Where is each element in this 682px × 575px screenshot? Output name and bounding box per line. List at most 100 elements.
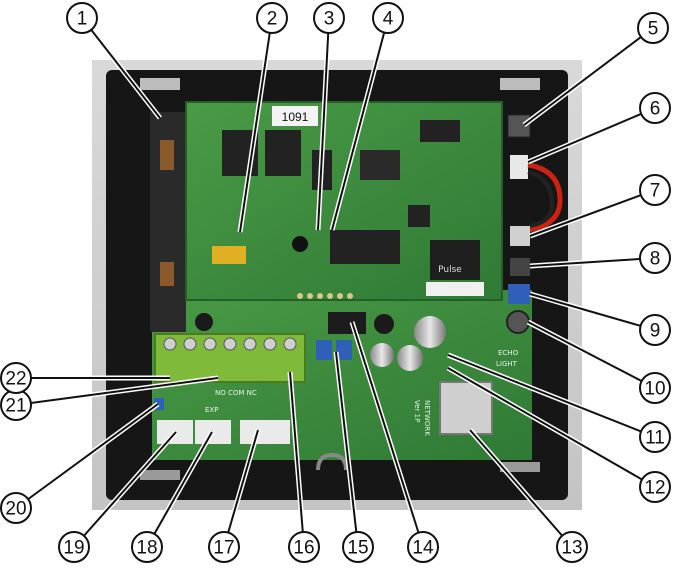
chip bbox=[360, 150, 400, 180]
callout-number: 2 bbox=[267, 9, 278, 30]
callout-number: 20 bbox=[5, 499, 26, 520]
leader-line bbox=[335, 351, 359, 548]
right-led bbox=[510, 258, 530, 276]
callout-number: 5 bbox=[648, 19, 659, 40]
callout-number: 7 bbox=[650, 181, 661, 202]
callout-circle bbox=[407, 531, 439, 563]
red-wire bbox=[527, 162, 563, 233]
callout-circle bbox=[639, 421, 671, 453]
leader-line bbox=[146, 431, 213, 548]
terminal-screws bbox=[163, 337, 297, 351]
terminal-block bbox=[154, 333, 306, 383]
callout-circle bbox=[256, 2, 288, 34]
leader-line bbox=[223, 429, 259, 548]
right-led bbox=[510, 226, 530, 246]
callout-number: 1 bbox=[77, 9, 88, 30]
capacitor bbox=[195, 313, 213, 331]
callout-circle bbox=[58, 531, 90, 563]
enclosure-slot bbox=[316, 452, 348, 471]
callout-circle bbox=[637, 12, 669, 44]
callout-circle bbox=[342, 531, 374, 563]
callout-circle bbox=[313, 2, 345, 34]
callout-number: 15 bbox=[347, 538, 368, 559]
chip bbox=[330, 230, 400, 264]
chip bbox=[408, 205, 430, 227]
board-label: 1091 bbox=[282, 110, 309, 124]
callout-number: 17 bbox=[213, 538, 234, 559]
callout-circle bbox=[639, 174, 671, 206]
callout-number: 19 bbox=[63, 538, 84, 559]
callout-circle bbox=[639, 242, 671, 274]
callout-number: 8 bbox=[650, 249, 661, 270]
leader-lines bbox=[14, 16, 657, 549]
right-button bbox=[506, 310, 530, 334]
callout-number: 4 bbox=[383, 9, 394, 30]
network-silkscreen: NETWORK bbox=[423, 400, 431, 436]
leader-line bbox=[81, 17, 161, 119]
echo-silkscreen: ECHO bbox=[498, 349, 519, 357]
callout-number: 10 bbox=[644, 379, 665, 400]
light-silkscreen: LIGHT bbox=[496, 360, 518, 368]
callout-number: 12 bbox=[644, 478, 665, 499]
capacitor bbox=[374, 314, 394, 334]
callout-circle bbox=[131, 531, 163, 563]
leader-line bbox=[331, 17, 389, 231]
leader-line bbox=[351, 321, 424, 548]
mount-tab bbox=[140, 78, 180, 90]
mount-tab bbox=[140, 470, 180, 480]
leader-line bbox=[529, 293, 656, 331]
terminal-silkscreen: NO COM NC bbox=[215, 389, 257, 397]
exp-silkscreen: EXP bbox=[205, 406, 218, 414]
black-wire bbox=[527, 170, 555, 228]
callout-circle bbox=[0, 362, 32, 394]
module-marking: Pulse bbox=[438, 265, 462, 275]
side-board-component bbox=[160, 262, 174, 286]
right-trimmer bbox=[508, 284, 530, 304]
header-pins bbox=[297, 293, 353, 299]
leader-line bbox=[15, 403, 159, 509]
mount-tab bbox=[500, 462, 540, 472]
callout-circle bbox=[639, 314, 671, 346]
leader-line bbox=[529, 189, 656, 237]
leader-line bbox=[523, 27, 654, 126]
callout-number: 6 bbox=[650, 99, 661, 120]
callout-number: 21 bbox=[5, 396, 26, 417]
trimmer bbox=[336, 340, 352, 360]
callout-circle bbox=[208, 531, 240, 563]
callout-number: 18 bbox=[136, 538, 157, 559]
crystal bbox=[212, 246, 246, 264]
leader-line bbox=[527, 321, 656, 389]
callout-number: 16 bbox=[293, 538, 314, 559]
leader-line bbox=[317, 17, 330, 231]
callout-circle bbox=[66, 2, 98, 34]
small-trimmer bbox=[154, 398, 164, 410]
leader-line bbox=[239, 17, 273, 233]
callout-number: 13 bbox=[561, 538, 582, 559]
leader-line bbox=[527, 107, 656, 163]
chip bbox=[430, 240, 480, 280]
callout-number: 14 bbox=[412, 538, 434, 559]
capacitor bbox=[370, 343, 394, 367]
callout-number: 22 bbox=[5, 369, 26, 390]
right-button bbox=[507, 114, 531, 138]
mount-tab bbox=[500, 78, 540, 90]
callout-circle bbox=[0, 492, 32, 524]
callout-circle bbox=[288, 531, 320, 563]
callout-circle bbox=[639, 372, 671, 404]
trimmer bbox=[316, 340, 332, 360]
dip-switch bbox=[426, 282, 484, 296]
leader-line bbox=[73, 431, 177, 548]
callout-circle bbox=[639, 471, 671, 503]
chip bbox=[265, 130, 301, 176]
callout-circle bbox=[372, 2, 404, 34]
leader-line bbox=[15, 377, 219, 406]
right-connector bbox=[510, 155, 528, 179]
leader-line bbox=[529, 257, 656, 267]
callout-circle bbox=[639, 92, 671, 124]
leader-line bbox=[447, 354, 656, 438]
connector bbox=[240, 420, 290, 444]
callout-number: 3 bbox=[324, 9, 335, 30]
side-board-component bbox=[160, 140, 174, 170]
